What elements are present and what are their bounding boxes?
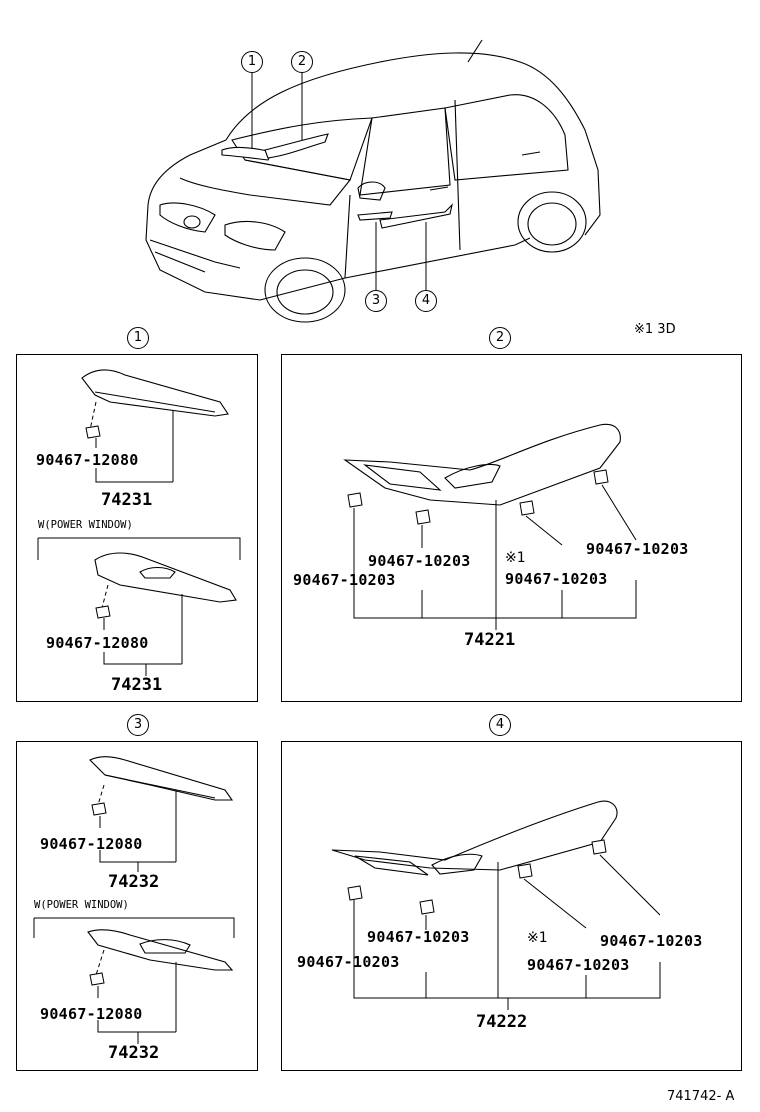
- legend-note: ※1 3D: [634, 322, 676, 337]
- panel-3-clip-label-lower: 90467-12080: [40, 1005, 143, 1023]
- callout-1-car: 1: [241, 51, 263, 73]
- panel-2-clip-label-left: 90467-10203: [293, 571, 396, 589]
- panel-4-part-label: 74222: [476, 1012, 528, 1032]
- panel-4-clip-label-marked: 90467-10203: [527, 956, 630, 974]
- panel-2-clip-label-center: 90467-10203: [368, 552, 471, 570]
- panel-1-linework: [37, 369, 241, 676]
- panel-1-clip-label-lower: 90467-12080: [46, 634, 149, 652]
- panel-1-clip-label-upper: 90467-12080: [36, 451, 139, 469]
- panel-2-linework: [343, 423, 637, 630]
- panel-3-power-window-note: W(POWER WINDOW): [34, 899, 129, 911]
- panel-4-clip-label-right: 90467-10203: [600, 932, 703, 950]
- panel-1-frame: [16, 354, 258, 702]
- panel-3-clip-label-upper: 90467-12080: [40, 835, 143, 853]
- panel-1-power-window-note: W(POWER WINDOW): [38, 519, 133, 531]
- panel-4-clip-label-center: 90467-10203: [367, 928, 470, 946]
- callout-1-panel: 1: [127, 327, 149, 349]
- panel-3-linework: [33, 756, 235, 1044]
- panel-3-part-label-upper: 74232: [108, 872, 160, 892]
- panel-2-frame: [281, 354, 742, 702]
- panel-3-part-label-lower: 74232: [108, 1043, 160, 1063]
- car-illustration: [145, 39, 601, 323]
- panel-2-clip-label-marked: 90467-10203: [505, 570, 608, 588]
- callout-4-panel: 4: [489, 714, 511, 736]
- callout-2-panel: 2: [489, 327, 511, 349]
- panel-3-frame: [16, 741, 258, 1071]
- panel-2-clip-label-right: 90467-10203: [586, 540, 689, 558]
- callout-3-panel: 3: [127, 714, 149, 736]
- panel-1-part-label-upper: 74231: [101, 490, 153, 510]
- callout-2-car: 2: [291, 51, 313, 73]
- panel-2-part-label: 74221: [464, 630, 516, 650]
- panel-2-mark: ※1: [505, 550, 526, 566]
- callout-4-car: 4: [415, 290, 437, 312]
- panel-4-mark: ※1: [527, 930, 548, 946]
- panel-4-linework: [331, 800, 661, 1010]
- callout-3-car: 3: [365, 290, 387, 312]
- panel-4-clip-label-left: 90467-10203: [297, 953, 400, 971]
- panel-4-frame: [281, 741, 742, 1071]
- panel-1-part-label-lower: 74231: [111, 675, 163, 695]
- figure-reference: 741742- A: [667, 1089, 735, 1104]
